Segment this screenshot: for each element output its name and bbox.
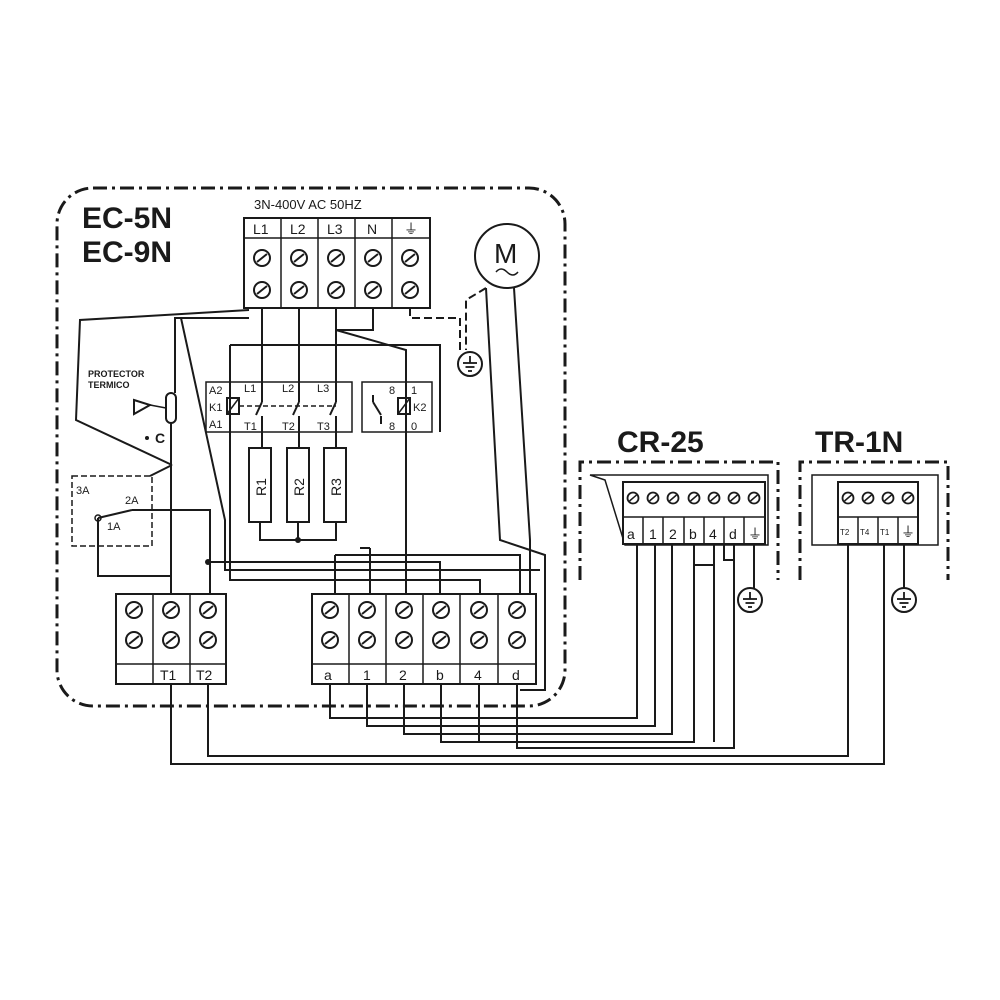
- internal-wiring: [74, 287, 546, 691]
- k1-line-label: L3: [317, 383, 329, 395]
- k2-contact-label: 1: [411, 385, 417, 397]
- sensor-terminal-label: T1: [160, 667, 177, 683]
- cr-terminal-label: 2: [669, 526, 677, 542]
- sensor-terminal-label: T2: [196, 667, 213, 683]
- motor: M: [474, 223, 540, 289]
- resistor-label: R2: [291, 478, 307, 496]
- control-terminal-label: d: [512, 667, 520, 683]
- cr-ground-symbol: ⏚: [748, 526, 762, 542]
- control-terminal-label: 2: [399, 667, 407, 683]
- k1-load-label: T1: [244, 421, 257, 433]
- control-terminal-block: a 1 2 b 4 d: [311, 593, 537, 685]
- mains-terminal-label: L1: [253, 221, 269, 237]
- tr-1n-panel: TR-1N T2 T4 T1 ⏚: [798, 426, 950, 613]
- protector-contact-label: C: [155, 430, 165, 446]
- cr-terminal-label: d: [729, 526, 737, 542]
- motor-symbol: M: [494, 238, 517, 269]
- cr-terminal-cells: [642, 517, 745, 544]
- control-terminal-label: a: [324, 667, 332, 683]
- cr-terminal-label: b: [689, 526, 697, 542]
- cr-25-panel: CR-25 a 1 2 b 4 d ⏚: [578, 426, 780, 613]
- resistor-label: R3: [328, 478, 344, 496]
- cr-panel-title: CR-25: [617, 426, 704, 459]
- model-label-1: EC-5N: [82, 202, 172, 235]
- cr-terminal-label: a: [627, 526, 635, 542]
- power-rating-label: 3N-400V AC 50HZ: [254, 197, 362, 212]
- k2-contact-label: 8: [389, 421, 395, 433]
- mains-ground: [409, 287, 487, 377]
- tr-ground-symbol: ⏚: [901, 524, 915, 540]
- model-label-2: EC-9N: [82, 236, 172, 269]
- cr-terminal-label: 4: [709, 526, 717, 542]
- tr-terminal-label: T4: [860, 528, 870, 537]
- k1-line-label: L2: [282, 383, 294, 395]
- k2-contact-label: 8: [389, 385, 395, 397]
- mains-terminal-label: L2: [290, 221, 306, 237]
- control-terminal-label: 4: [474, 667, 482, 683]
- k1-coil-name: K1: [209, 402, 222, 414]
- k2-contact-label: 0: [411, 421, 417, 433]
- cr-terminal-label: 1: [649, 526, 657, 542]
- fan-speed-selector: 3A 2A 1A: [71, 475, 153, 547]
- external-wiring: [170, 544, 885, 765]
- sensor-terminal-block: T1 T2: [115, 593, 227, 685]
- contactor-k1: A2 K1 A1 L1 L2 L3 T1 T2 T3: [205, 381, 353, 433]
- control-terminal-label: b: [436, 667, 444, 683]
- k2-coil-name: K2: [413, 402, 426, 414]
- tr-terminal-label: T2: [840, 528, 850, 537]
- k1-load-label: T3: [317, 421, 330, 433]
- control-terminal-label: 1: [363, 667, 371, 683]
- selector-pos-1: 1A: [107, 521, 121, 533]
- terminal-cells: [280, 218, 393, 308]
- k1-load-label: T2: [282, 421, 295, 433]
- protector-label-2: TERMICO: [88, 380, 130, 390]
- k1-line-label: L1: [244, 383, 256, 395]
- k1-coil-bottom: A1: [209, 419, 222, 431]
- resistor-label: R1: [253, 478, 269, 496]
- protector-label-1: PROTECTOR: [88, 369, 145, 379]
- mains-terminal-label: N: [367, 221, 377, 237]
- thermal-protector: PROTECTOR TERMICO C: [88, 369, 177, 446]
- k1-contacts: [239, 395, 337, 424]
- selector-pos-2: 2A: [125, 495, 139, 507]
- tr-terminal-label: T1: [880, 528, 890, 537]
- contactor-k2: K2 8 8 1 0: [361, 381, 433, 433]
- main-enclosure: EC-5N EC-9N 3N-400V AC 50HZ: [55, 186, 567, 708]
- mains-terminal-label: L3: [327, 221, 343, 237]
- k1-coil-top: A2: [209, 385, 222, 397]
- resistor-bank: R1 R2 R3: [248, 424, 347, 543]
- ground-symbol: ⏚: [404, 221, 418, 237]
- tr-panel-title: TR-1N: [815, 426, 903, 459]
- selector-pos-3: 3A: [76, 485, 90, 497]
- mains-terminal-block: L1 L2 L3 N ⏚: [243, 217, 431, 309]
